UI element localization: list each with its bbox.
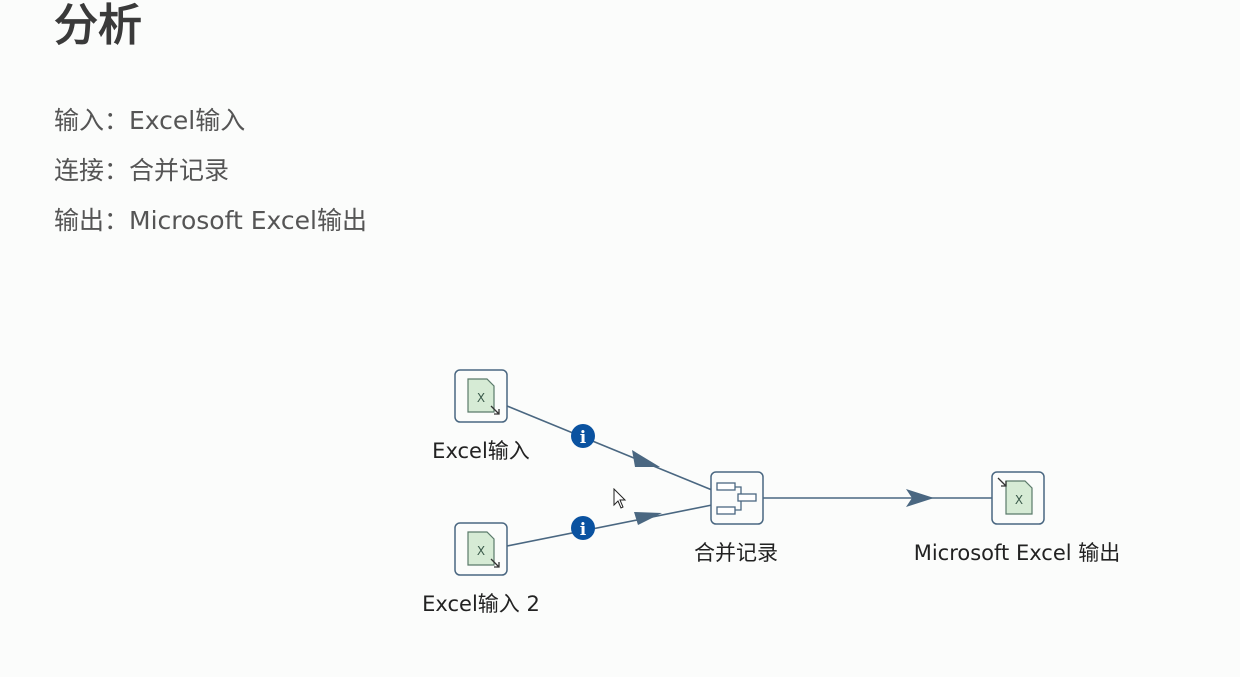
node-label: 合并记录	[694, 541, 778, 565]
node-excel-input-1[interactable]: X	[454, 369, 508, 423]
node-merge-rows[interactable]	[710, 471, 764, 525]
info-icon[interactable]	[571, 516, 595, 540]
svg-text:X: X	[477, 544, 485, 558]
excel-input-icon: X	[467, 378, 500, 415]
input-step-line: 输入：Excel输入	[54, 106, 246, 135]
info-icon[interactable]	[571, 424, 595, 448]
mouse-pointer-icon	[613, 488, 627, 509]
node-label: Microsoft Excel 输出	[914, 541, 1121, 565]
output-step-line: 输出：Microsoft Excel输出	[54, 206, 367, 235]
excel-output-icon: X	[997, 477, 1033, 515]
step-summary-list: 输入：Excel输入 连接：合并记录 输出：Microsoft Excel输出	[54, 96, 367, 246]
page-title: 分析	[54, 0, 142, 51]
hop-output-arrow	[906, 489, 934, 507]
info-icon-glyph: i	[580, 428, 587, 448]
svg-text:X: X	[1015, 493, 1023, 507]
hop-input1-to-merge[interactable]	[506, 405, 713, 491]
hop-input2-arrow	[634, 512, 662, 525]
hop-input1-arrow	[632, 450, 660, 467]
excel-input-icon: X	[467, 531, 500, 568]
svg-text:X: X	[477, 391, 485, 405]
node-excel-input-2[interactable]: X	[454, 522, 508, 576]
node-excel-output[interactable]: X	[991, 471, 1045, 525]
info-icon-glyph: i	[580, 520, 587, 540]
node-label: Excel输入 2	[422, 592, 540, 616]
join-step-line: 连接：合并记录	[54, 156, 230, 185]
node-label: Excel输入	[432, 439, 530, 463]
merge-rows-icon	[716, 482, 757, 515]
hop-input2-to-merge[interactable]	[506, 504, 713, 547]
